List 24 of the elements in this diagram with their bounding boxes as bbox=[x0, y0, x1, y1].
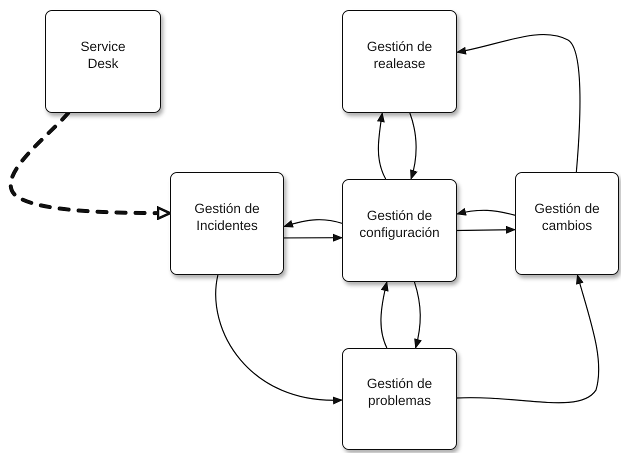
node-label: Gestión de realease bbox=[366, 38, 434, 72]
arrow bbox=[456, 274, 600, 404]
process-box bbox=[342, 179, 457, 282]
process-box bbox=[170, 172, 284, 275]
node-label: Service Desk bbox=[79, 38, 126, 72]
arrow bbox=[376, 112, 386, 180]
process-box bbox=[342, 10, 457, 113]
node-label: Gestión de configuración bbox=[358, 206, 441, 240]
process-box bbox=[515, 172, 619, 275]
arrow bbox=[380, 281, 389, 348]
node-label: Gestión de Incidentes bbox=[193, 200, 261, 234]
arrow bbox=[414, 282, 422, 349]
arrow bbox=[456, 208, 516, 216]
dashed-arrow bbox=[8, 111, 172, 220]
arrow bbox=[457, 226, 516, 234]
arrow bbox=[456, 34, 581, 172]
process-box bbox=[342, 348, 457, 450]
service-box bbox=[45, 10, 161, 113]
node-label: Gestión de problemas bbox=[366, 375, 434, 409]
arrow bbox=[215, 274, 343, 404]
node-label: Gestión de cambios bbox=[533, 200, 601, 234]
arrow bbox=[283, 219, 342, 228]
arrow bbox=[409, 112, 418, 180]
arrow bbox=[284, 234, 343, 242]
